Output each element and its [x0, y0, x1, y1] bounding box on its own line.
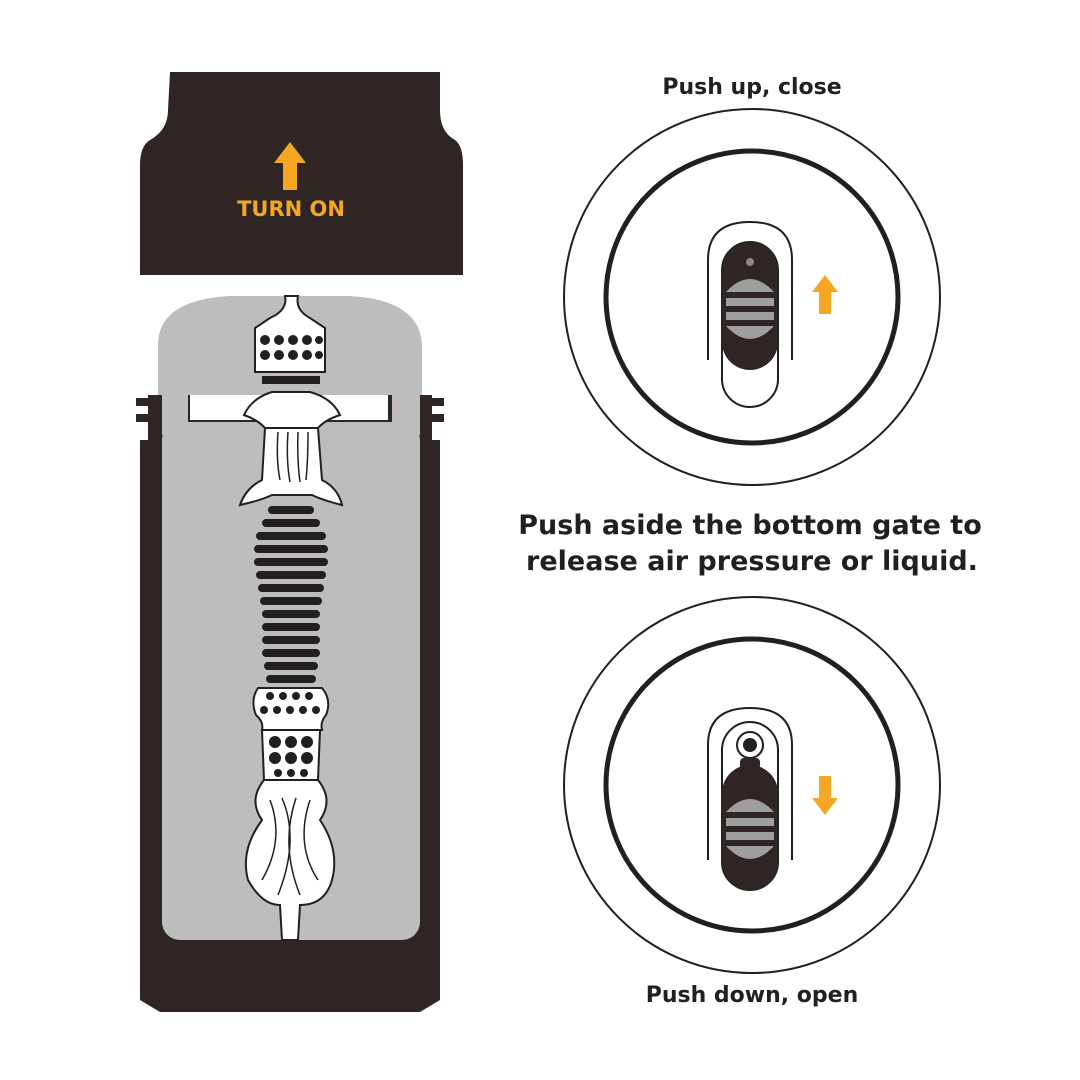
- gate-slider-closed[interactable]: [722, 242, 778, 370]
- ribbed-spine: [254, 506, 328, 683]
- arrow-up-icon: [274, 142, 306, 190]
- bottom-switch-caption: Push down, open: [646, 983, 859, 1008]
- middle-note: Push aside the bottom gate to release ai…: [518, 510, 982, 577]
- note-line-2: release air pressure or liquid.: [526, 546, 978, 577]
- turn-on-label: TURN ON: [237, 197, 345, 221]
- note-line-1: Push aside the bottom gate to: [518, 510, 982, 541]
- device-cap: TURN ON: [140, 72, 463, 275]
- gate-slider-open[interactable]: [722, 758, 778, 890]
- top-switch-caption: Push up, close: [662, 75, 841, 100]
- nub-chamber-top: [260, 335, 323, 360]
- internal-canal: [238, 295, 344, 941]
- arrow-up-icon: [812, 275, 838, 314]
- bottom-switch-panel: Push down, open: [563, 596, 941, 1008]
- gate-slot: [707, 706, 793, 860]
- gate-slot: [707, 220, 793, 360]
- arrow-down-icon: [812, 776, 838, 815]
- device-illustration: TURN ON: [136, 72, 463, 1012]
- top-switch-panel: Push up, close: [563, 75, 941, 486]
- vent-hole: [736, 731, 764, 759]
